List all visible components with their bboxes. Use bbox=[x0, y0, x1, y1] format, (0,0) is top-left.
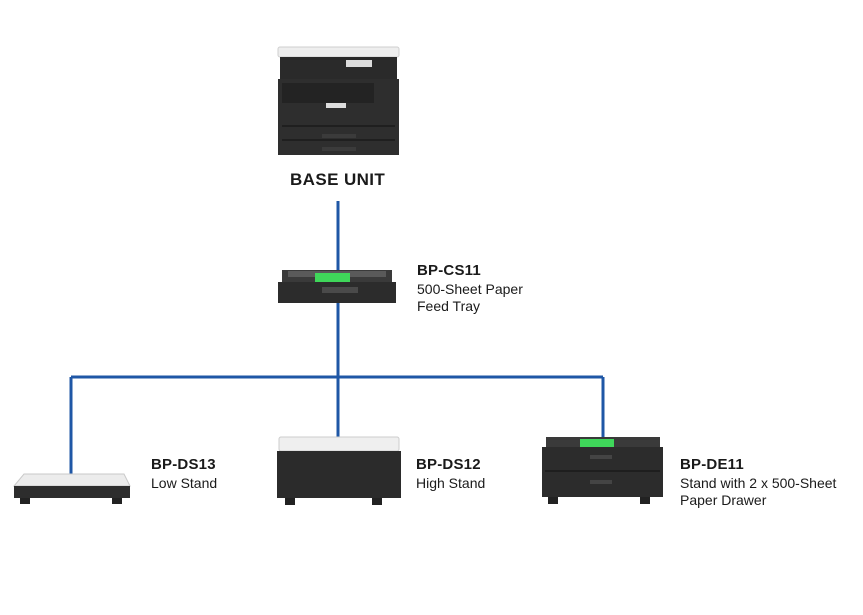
base-unit-printer-image bbox=[277, 46, 400, 155]
tray-code: BP-CS11 bbox=[417, 262, 481, 279]
tray-description-line-1: 500-Sheet Paper bbox=[417, 280, 523, 297]
drawer-stand-code: BP-DE11 bbox=[680, 456, 744, 473]
high-stand-image bbox=[277, 436, 401, 505]
low-stand-code: BP-DS13 bbox=[151, 456, 216, 473]
tray-label: BP-CS11 500-Sheet Paper Feed Tray bbox=[417, 262, 523, 316]
high-stand-code: BP-DS12 bbox=[416, 456, 481, 473]
connector-lines bbox=[69, 201, 605, 474]
paper-feed-tray-image bbox=[278, 270, 396, 303]
high-stand-label: BP-DS12 High Stand bbox=[416, 456, 485, 492]
base-unit-title: BASE UNIT bbox=[290, 170, 386, 189]
drawer-stand-image bbox=[542, 437, 663, 504]
low-stand-description: Low Stand bbox=[151, 474, 218, 491]
low-stand-label: BP-DS13 Low Stand bbox=[151, 456, 217, 492]
low-stand-image bbox=[12, 473, 131, 504]
high-stand-description: High Stand bbox=[416, 474, 486, 491]
drawer-stand-description-line-2: Paper Drawer bbox=[680, 492, 767, 509]
tray-description-line-2: Feed Tray bbox=[417, 298, 481, 315]
drawer-stand-label: BP-DE11 Stand with 2 x 500-Sheet Paper D… bbox=[680, 456, 836, 510]
drawer-stand-description-line-1: Stand with 2 x 500-Sheet bbox=[680, 474, 837, 491]
